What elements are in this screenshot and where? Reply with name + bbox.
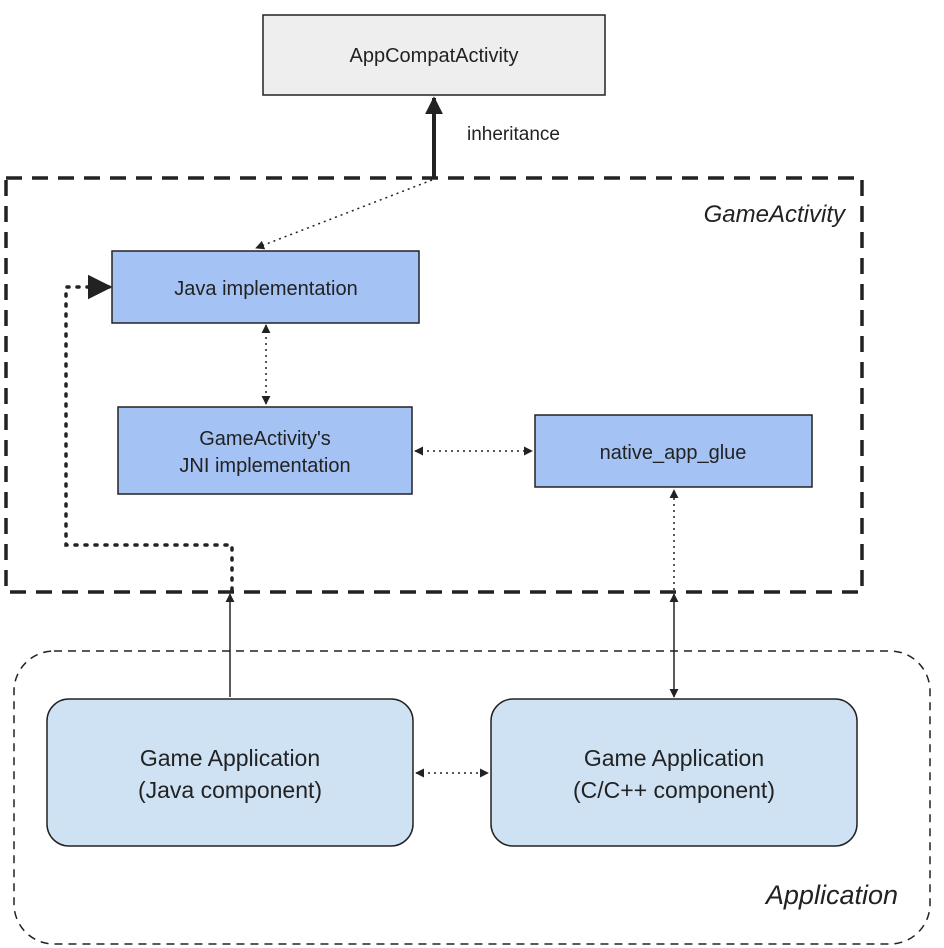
appcompat-activity-box [262, 14, 606, 96]
inheritance-to-java-link [255, 179, 433, 250]
game-app-java-label-line1: Game Application [140, 745, 320, 771]
game-app-java-box [46, 698, 414, 847]
appcompat-activity-label: AppCompatActivity [350, 45, 519, 67]
game-app-java-label-line2: (Java component) [138, 777, 322, 803]
java-implementation-label: Java implementation [174, 278, 357, 300]
application-group-label: Application [764, 880, 898, 910]
inheritance-label: inheritance [467, 124, 560, 145]
jni-implementation-label-line2: JNI implementation [179, 455, 350, 477]
native-app-glue-label: native_app_glue [600, 442, 747, 464]
native-app-glue-box [534, 414, 813, 488]
game-activity-group [4, 176, 864, 594]
game-app-cpp-label-line2: (C/C++ component) [573, 777, 775, 803]
java-implementation-box [111, 250, 420, 324]
game-activity-group-label: GameActivity [704, 201, 847, 228]
game-app-cpp-label-line1: Game Application [584, 745, 764, 771]
jni-implementation-label-line1: GameActivity's [199, 428, 331, 450]
jni-implementation-box [117, 406, 413, 495]
java-component-callback-path [64, 274, 234, 592]
game-app-cpp-box [490, 698, 858, 847]
